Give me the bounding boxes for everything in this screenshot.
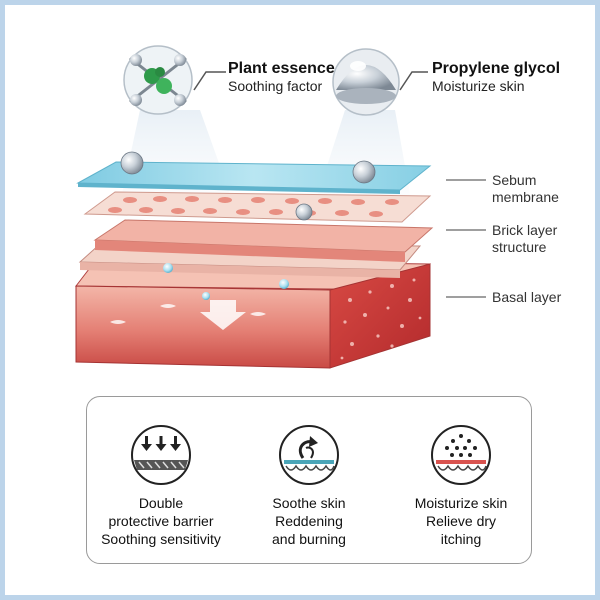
benefit-text-line: and burning (272, 531, 346, 547)
propylene-glycol-leader-line (399, 71, 428, 91)
benefit-text-line: Soothe skin (272, 495, 346, 511)
layer-label-line: Basal layer (492, 289, 562, 305)
benefit-text-line: Soothing sensitivity (101, 531, 221, 547)
benefit-text-line: protective barrier (108, 513, 214, 529)
layer-label-line: membrane (492, 189, 559, 205)
layer-label-line: Sebum (492, 172, 537, 188)
benefit-text-line: Relieve dry (425, 513, 497, 529)
basal-layer-block (74, 259, 432, 369)
soothe-curved-arrow-icon (279, 425, 339, 485)
basal-layer-label: Basal layer (492, 289, 561, 306)
propylene-glycol-title: Propylene glycol (432, 60, 561, 77)
benefit-text-line: Double (138, 495, 184, 511)
benefit-moisturize-skin: Moisturize skin Relieve dry itching (386, 494, 536, 548)
brick-layer-cells (83, 191, 432, 223)
benefit-text-line: Moisturize skin (414, 495, 508, 511)
moisture-dots-icon (431, 425, 491, 485)
benefit-text-line: Reddening (275, 513, 343, 529)
plant-essence-leader-line (193, 71, 226, 91)
benefit-double-barrier: Double protective barrier Soothing sensi… (86, 494, 236, 548)
plant-essence-molecule-icon (123, 45, 193, 115)
molecule-spheres (120, 151, 376, 300)
benefit-text-line: itching (440, 531, 482, 547)
barrier-arrows-icon (131, 425, 191, 485)
layer-label-line: Brick layer (492, 222, 558, 238)
penetration-arrow-icon (200, 300, 246, 330)
layer-label-line: structure (492, 239, 547, 255)
brick-layer-label: Brick layer structure (492, 222, 557, 256)
sebum-membrane-label: Sebum membrane (492, 172, 559, 206)
benefit-soothe-skin: Soothe skin Reddening and burning (234, 494, 384, 548)
sebum-membrane-layer (76, 161, 432, 194)
plant-essence-title: Plant essence (228, 60, 335, 77)
moisture-droplet-sphere-icon (332, 48, 400, 116)
propylene-glycol-subtitle: Moisturize skin (432, 78, 525, 94)
brick-layer-pink (93, 219, 434, 262)
plant-essence-subtitle: Soothing factor (228, 78, 323, 94)
